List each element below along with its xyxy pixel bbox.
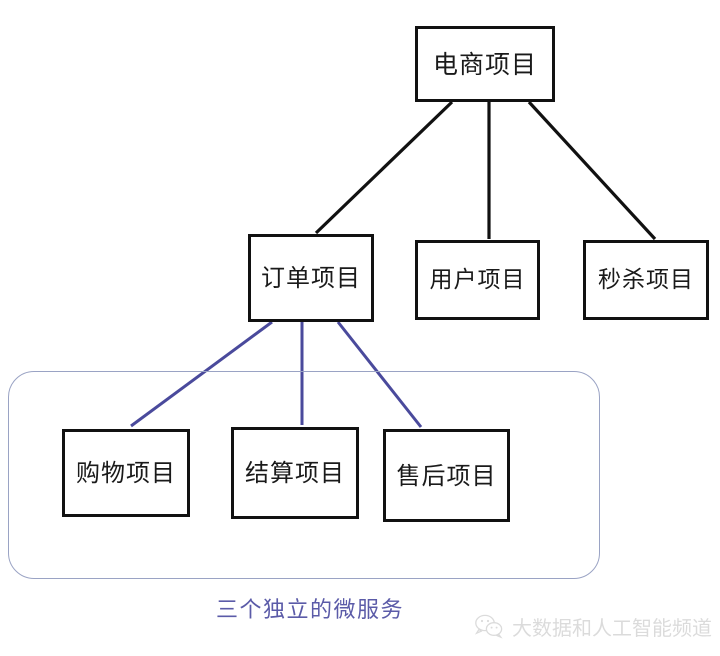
edge-root-to-order [314,100,454,235]
node-aftersale-project[interactable]: 售后项目 [383,429,510,522]
node-shopping-project[interactable]: 购物项目 [62,429,190,517]
group-caption: 三个独立的微服务 [215,598,404,623]
node-settlement-project[interactable]: 结算项目 [231,427,359,519]
node-label: 售后项目 [396,461,497,490]
wechat-icon [474,614,503,639]
node-label: 购物项目 [76,459,176,487]
microservices-group-container [8,371,600,579]
node-order-project[interactable]: 订单项目 [248,234,374,322]
watermark-text: 大数据和人工智能频道 [512,615,712,640]
node-label: 电商项目 [432,49,537,79]
node-label: 订单项目 [261,264,361,292]
node-label: 用户项目 [429,266,526,293]
node-user-project[interactable]: 用户项目 [415,240,540,320]
watermark: 大数据和人工智能频道 [474,604,718,648]
node-label: 秒杀项目 [598,266,694,293]
edge-root-to-seckill [527,100,657,241]
node-ecommerce-project[interactable]: 电商项目 [415,26,555,102]
node-seckill-project[interactable]: 秒杀项目 [583,240,709,320]
node-label: 结算项目 [245,459,345,487]
